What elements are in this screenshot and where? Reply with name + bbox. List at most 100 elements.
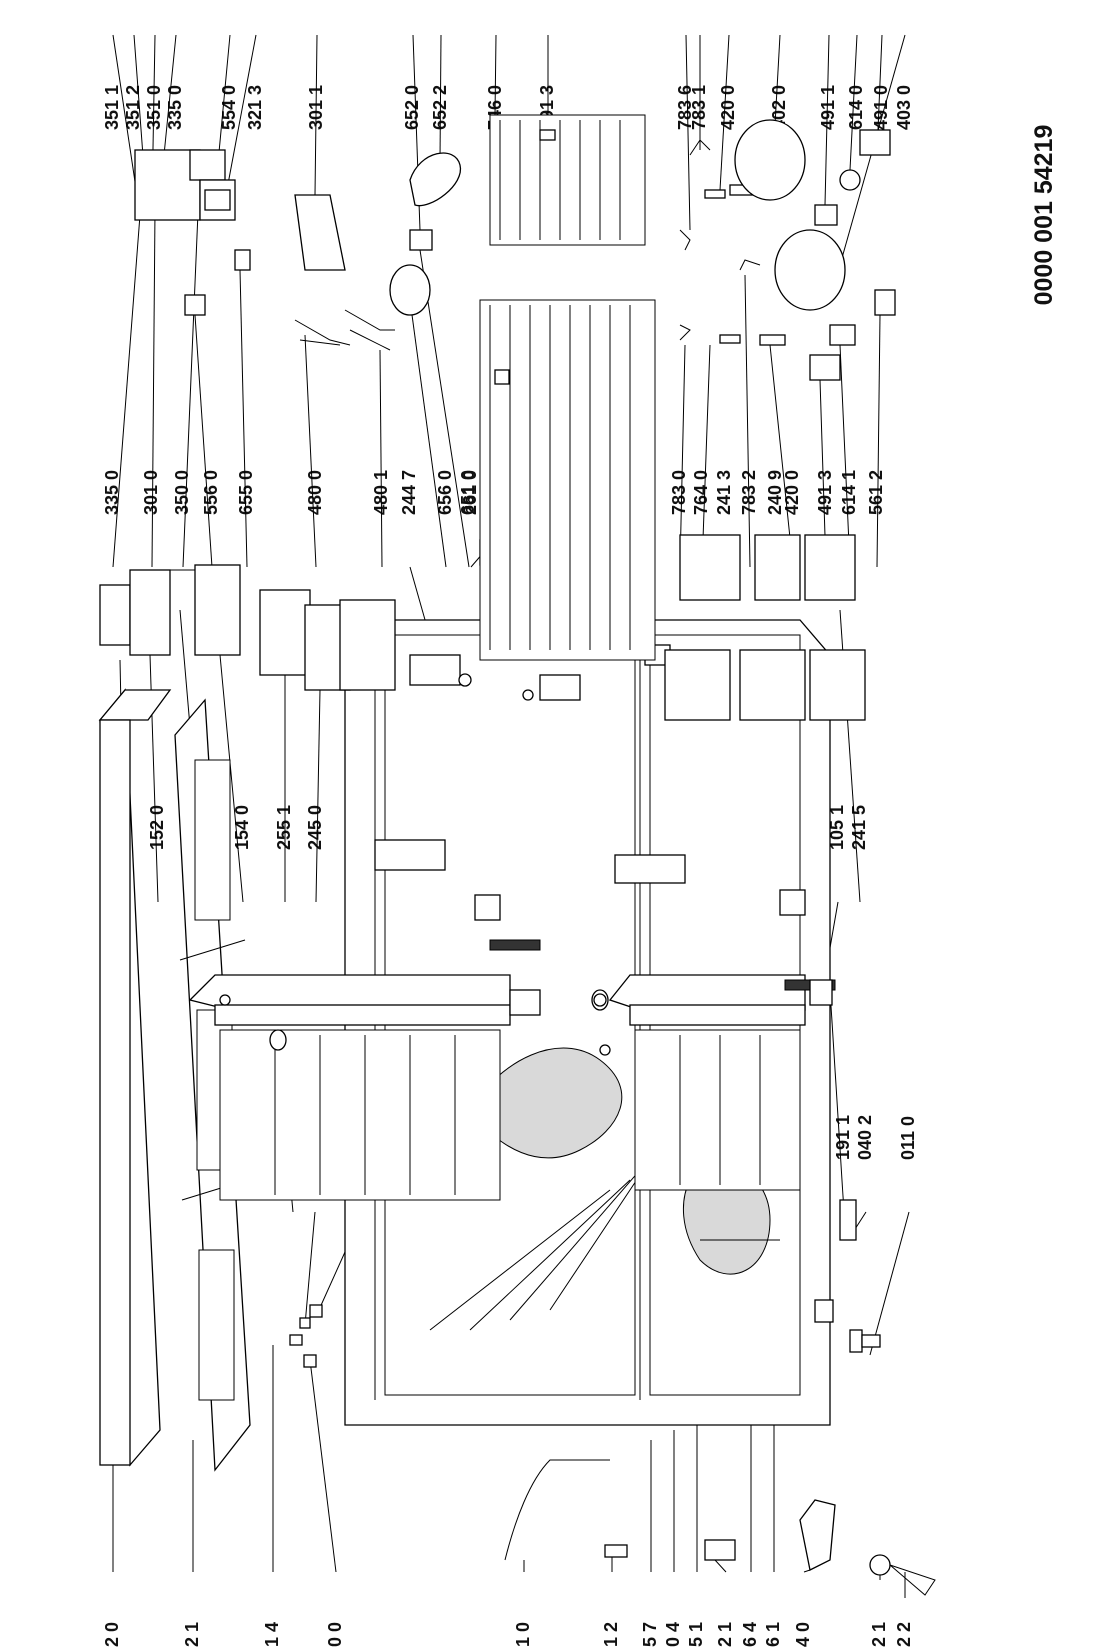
leader-line xyxy=(419,249,470,568)
part-label: 561 2 xyxy=(866,470,886,515)
top-cover-part xyxy=(98,688,172,1467)
small-part-040-1 xyxy=(309,1304,323,1318)
part-label: 491 0 xyxy=(871,85,891,130)
part-label: 244 7 xyxy=(399,470,419,515)
part-label: 781 0 xyxy=(513,1622,533,1647)
bracket-105-1-part xyxy=(509,989,541,1016)
door-rack-154-0-part xyxy=(194,564,241,656)
freezer-drawer-241-0-part xyxy=(739,649,806,721)
freezer-drawer-241-2-part xyxy=(809,649,866,721)
part-label: 350 0 xyxy=(172,470,192,515)
freezer-drawer-241-1-part xyxy=(664,649,731,721)
small-part-012-2 xyxy=(889,1564,936,1596)
screw-011-0-part xyxy=(849,1329,881,1353)
egg-tray-155-0-part xyxy=(99,584,131,646)
part-label: 402 0 xyxy=(769,85,789,130)
small-part-264-0 xyxy=(522,689,534,701)
bulb-656-0-part xyxy=(389,264,431,316)
leader-line xyxy=(219,654,244,903)
part-label: 652 0 xyxy=(402,85,422,130)
part-label: 554 0 xyxy=(219,85,239,130)
part-label: 301 4 xyxy=(262,1622,282,1647)
shelf-255-1-part xyxy=(259,589,311,676)
part-label: 245 0 xyxy=(305,805,325,850)
leader-line xyxy=(769,344,794,568)
small-part-012-1 xyxy=(869,1554,891,1576)
bulb-652-2-part xyxy=(409,152,461,207)
panel-301-1-part xyxy=(294,194,346,271)
leader-line xyxy=(409,299,447,568)
part-label: 255 1 xyxy=(274,805,294,850)
filter-241-3-part xyxy=(719,334,741,344)
part-label: 656 0 xyxy=(435,470,455,515)
hinge-402-1-part xyxy=(704,1539,736,1561)
leader-line xyxy=(439,34,442,161)
part-label: 764 0 xyxy=(691,470,711,515)
part-label: 261 0 xyxy=(460,470,480,515)
relay-491-0-part xyxy=(859,129,891,156)
pin-965-0-part xyxy=(593,993,607,1007)
part-label: 321 3 xyxy=(245,85,265,130)
leader-line xyxy=(194,314,213,568)
leader-line xyxy=(112,214,141,568)
leader-line xyxy=(714,1559,727,1573)
leader-line xyxy=(876,314,881,568)
handle-110-0-upper-part xyxy=(374,839,446,871)
leader-line xyxy=(494,34,497,116)
small-part-301-5 xyxy=(299,1317,311,1329)
door-rack-152-0-part xyxy=(129,569,171,656)
small-part-256-1 xyxy=(458,673,472,687)
tube-783-0-part xyxy=(679,324,691,341)
part-label: 152 0 xyxy=(147,805,167,850)
small-part-001-2 xyxy=(604,1544,628,1558)
leader-line xyxy=(679,344,686,568)
part-label: 105 1 xyxy=(827,805,847,850)
clip-561-2-part xyxy=(874,289,896,316)
capacitor-420-0-part xyxy=(759,334,786,346)
part-label: 002 0 xyxy=(102,1622,122,1647)
screw-105-0-part xyxy=(219,994,231,1006)
part-label: 002 1 xyxy=(182,1622,202,1647)
socket-556-0-part xyxy=(184,294,206,316)
part-label: 420 0 xyxy=(782,470,802,515)
compressor-403-0-part xyxy=(774,229,846,311)
part-label: 746 4 xyxy=(740,1622,760,1647)
part-label: 651 0 xyxy=(458,470,478,515)
leader-line xyxy=(869,1211,910,1356)
tube-783-1-part xyxy=(689,139,711,156)
relay-614-1-part xyxy=(829,324,856,346)
lamp-cover-350-0-part xyxy=(189,149,226,181)
rail-261-1-part xyxy=(539,674,581,701)
bulb-652-0-part xyxy=(409,229,433,251)
leader-line xyxy=(829,989,845,1213)
leader-line xyxy=(304,1211,316,1326)
box-491-1-part xyxy=(814,204,838,226)
drain-hose-part xyxy=(504,1459,610,1561)
hinge-105-2-lower-part xyxy=(779,889,806,916)
screw-105-0-lower-part xyxy=(599,1044,611,1056)
leader-line xyxy=(224,34,257,201)
leader-line xyxy=(309,1359,337,1573)
lower-door-part xyxy=(608,974,806,1191)
part-label: 241 3 xyxy=(714,470,734,515)
hinge-105-2-upper-part xyxy=(474,894,501,921)
part-label: 040 0 xyxy=(325,1622,345,1647)
part-label: 040 2 xyxy=(855,1115,875,1160)
diagram-code: 0000 001 54219 xyxy=(1030,125,1058,306)
leader-line xyxy=(239,269,248,568)
harness-480-0-part xyxy=(294,319,351,346)
gasket-191-0-part xyxy=(489,939,541,951)
leader-line xyxy=(685,34,691,231)
part-label: 491 3 xyxy=(815,470,835,515)
bracket-105-1-lower-part xyxy=(809,979,833,1006)
part-label: 001 2 xyxy=(601,1622,621,1647)
handle-110-0-lower-part xyxy=(614,854,686,884)
part-label: 965 1 xyxy=(686,1622,706,1647)
tube-783-6-part xyxy=(679,229,691,251)
upper-door-part xyxy=(188,974,511,1201)
evaporator-746-0-part xyxy=(489,114,646,246)
part-label: 652 2 xyxy=(430,85,450,130)
leader-line xyxy=(315,689,321,903)
